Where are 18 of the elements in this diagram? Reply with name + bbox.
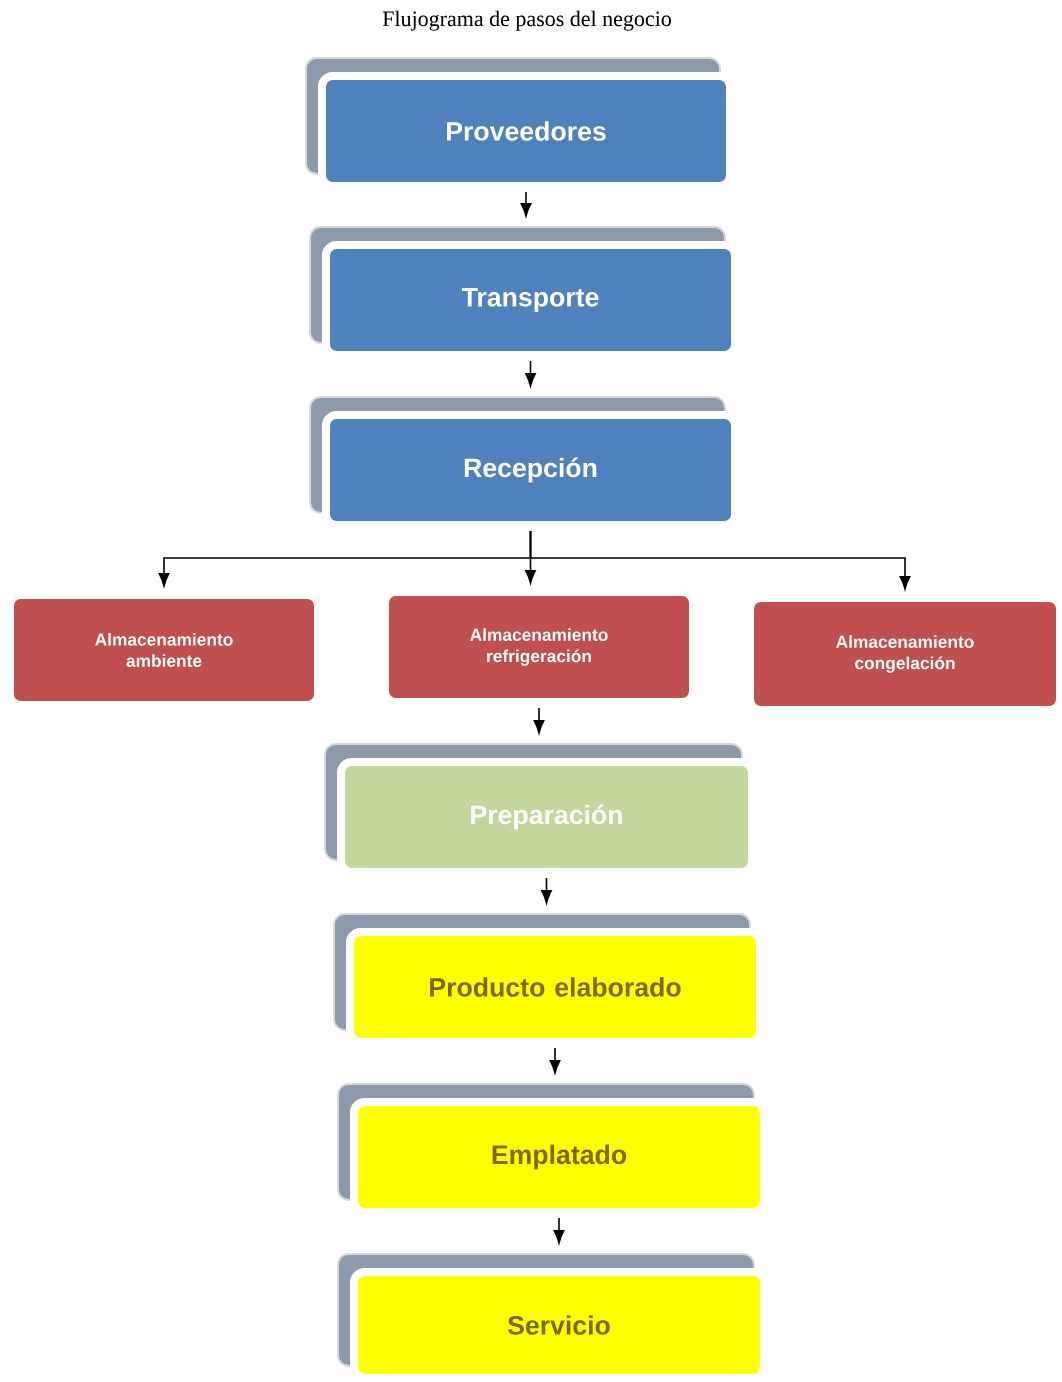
arrow bbox=[541, 877, 552, 904]
arrow bbox=[525, 360, 536, 387]
title: Flujograma de pasos del negocio bbox=[382, 10, 671, 31]
storage-box: Almacenamiento ambiente bbox=[6, 591, 322, 709]
arrow bbox=[533, 707, 545, 734]
process-box: Emplatado bbox=[337, 1083, 768, 1216]
arrow bbox=[553, 1217, 565, 1244]
storage-box: Almacenamiento refrigeración bbox=[381, 588, 697, 706]
process-box: Servicio bbox=[337, 1253, 768, 1382]
arrow bbox=[529, 530, 911, 590]
arrow bbox=[549, 1047, 561, 1074]
process-box: Recepción bbox=[309, 396, 740, 529]
process-box: Transporte bbox=[309, 226, 740, 359]
storage-box: Almacenamiento congelación bbox=[746, 594, 1062, 714]
process-box: Proveedores bbox=[305, 57, 734, 190]
arrow bbox=[520, 191, 532, 217]
process-box: Preparación bbox=[324, 743, 756, 876]
process-box: Producto elaborado bbox=[333, 913, 764, 1046]
